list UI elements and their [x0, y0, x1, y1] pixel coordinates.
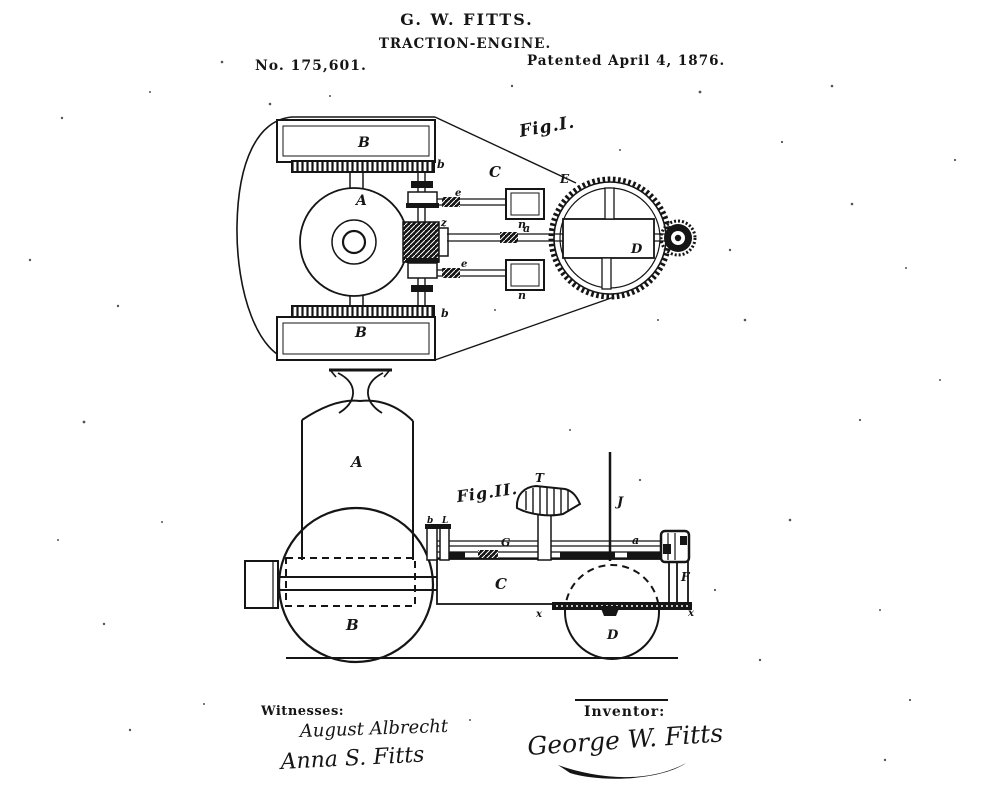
fig2-standard-cap [438, 524, 451, 529]
fig1-gear-hub [562, 218, 655, 259]
fig2-standard-left [426, 527, 438, 561]
fig1-pinion-box-top-inner [510, 192, 540, 216]
inventor-signature: George W. Fitts [526, 718, 724, 761]
fig1-pinion-box-bottom-inner [510, 263, 540, 287]
fig2-caption: Fig.II. [454, 479, 519, 507]
signature-flourish [558, 763, 686, 779]
fig1-boiler-hub [341, 229, 367, 255]
fig1-shaft-collar [406, 203, 439, 208]
fig1-body-outline [236, 116, 435, 361]
signature-block: Witnesses: August Albrecht Anna S. Fitts… [260, 699, 724, 779]
witness-signature-2: Anna S. Fitts [278, 742, 425, 775]
fig2-label-post-left: b [427, 516, 433, 526]
fig2-label-frame: C [495, 575, 507, 593]
fig2-frame-panel [436, 558, 689, 605]
fig1-wheel-top-tread [291, 160, 435, 173]
fig2-standard-cap [425, 524, 439, 529]
fig2-seat-hatch [525, 487, 569, 515]
fig1-gear-spoke-top [604, 187, 615, 220]
fig2-stack-rim-lip [330, 370, 337, 378]
patent-date: Patented April 4, 1876. [527, 53, 725, 69]
fig1-shaft-collar [411, 285, 433, 292]
patent-inventor-heading: G. W. FITTS. [400, 10, 534, 29]
fig2-label-rail-right-end: x [687, 608, 695, 619]
fig2-boiler-dome [301, 399, 414, 422]
patent-title: TRACTION-ENGINE. [379, 36, 551, 52]
fig1-bevel-gear-cluster [402, 221, 440, 263]
fig2-rear-wheel-upper [564, 564, 660, 613]
fig1-gear-spoke-bottom [601, 257, 612, 290]
fig1-wheel-bottom-tread [291, 305, 435, 318]
fig2-firebox-dashed [285, 557, 416, 607]
fig1-label-coupling: z [440, 218, 447, 229]
fig1-wheel-top-inner [282, 125, 430, 157]
fig1-label-shaft-top: e [455, 188, 461, 199]
fig2-label-lever: J [614, 495, 624, 510]
fig1-label-pinion-box-bottom: n [518, 289, 526, 302]
fig1-wheel-bottom-inner [282, 322, 430, 355]
fig1-pinion-axle [674, 234, 682, 242]
fig1-wheel-bottom-box [276, 316, 436, 361]
fig2-bracket-block [663, 544, 671, 554]
fig2-label-drive-wheel: B [345, 616, 359, 634]
fig2-rail-rack [478, 550, 498, 558]
figure-1-plan-view: Fig.I. C A B B b b e e n n a z E D [236, 112, 697, 361]
fig2-label-post-right: L [441, 516, 448, 526]
fig1-boiler-ring [331, 219, 377, 265]
fig1-label-pinion-box-top: n [518, 218, 526, 231]
fig2-seat-post [537, 512, 552, 561]
fig1-label-frame: C [489, 163, 501, 181]
fig1-caption: Fig.I. [517, 112, 577, 142]
fig1-label-gear-wheel: D [630, 242, 643, 257]
fig1-label-gear-rim: E [559, 172, 570, 186]
fig1-pinion-teeth [659, 219, 697, 257]
fig1-frame-top-edge [434, 116, 577, 184]
fig1-pinion-box-top [505, 188, 545, 220]
fig1-label-main-shaft: a [523, 222, 530, 235]
scan-noise-speckles [28, 60, 957, 762]
patent-number: No. 175,601. [255, 58, 367, 74]
fig2-label-rear-wheel: D [606, 628, 619, 643]
fig2-bracket-block [680, 536, 687, 545]
fig2-rear-wheel-hub [600, 606, 620, 616]
fig1-label-boiler: A [354, 193, 367, 209]
fig2-label-guide-rail: a [632, 534, 639, 547]
fig1-label-tread-bottom: b [441, 307, 449, 320]
header-block: G. W. FITTS. TRACTION-ENGINE. No. 175,60… [255, 10, 725, 74]
witnesses-label: Witnesses: [260, 704, 344, 719]
fig1-shaft-collar [411, 181, 433, 188]
fig1-shaft-hatch [442, 197, 460, 207]
fig2-drive-wheel [277, 506, 435, 664]
fig2-standard-right [439, 527, 450, 561]
fig2-label-gear-track: G [501, 536, 510, 549]
fig1-coupling-flange [438, 227, 449, 257]
fig1-label-tread-top: b [437, 158, 445, 171]
fig2-rail-block [560, 552, 615, 558]
fig1-boiler-circle [299, 187, 409, 297]
fig1-label-shaft-bottom: e [461, 259, 467, 270]
fig2-rail-block [627, 552, 663, 558]
fig1-frame-bottom-edge [434, 296, 615, 361]
fig2-stack-side [337, 372, 354, 414]
fig1-wheel-top-box [276, 119, 436, 163]
fig2-label-rail-left-end: x [535, 609, 543, 620]
fig2-rail-block [440, 552, 465, 558]
inventor-label: Inventor: [584, 704, 665, 720]
fig2-stack-side [367, 372, 384, 414]
fig2-label-steering-post: F [680, 570, 691, 584]
witness-signature-1: August Albrecht [297, 716, 449, 742]
fig2-stack-rim-lip [383, 370, 390, 378]
fig1-label-wheel-top: B [357, 135, 370, 151]
fig1-shaft-hatch [500, 232, 518, 243]
fig1-pinion-box-bottom [505, 259, 545, 291]
fig1-shaft-collar [406, 258, 439, 263]
fig1-label-wheel-bottom: B [354, 325, 367, 341]
fig1-shaft-hatch [442, 268, 460, 278]
fig1-bearing-bottom [407, 262, 438, 279]
figure-2-side-view: Fig.II. A B C D F G a T J b L x x [244, 368, 695, 664]
fig2-label-boiler: A [349, 453, 363, 471]
fig2-label-seat: T [535, 471, 545, 485]
